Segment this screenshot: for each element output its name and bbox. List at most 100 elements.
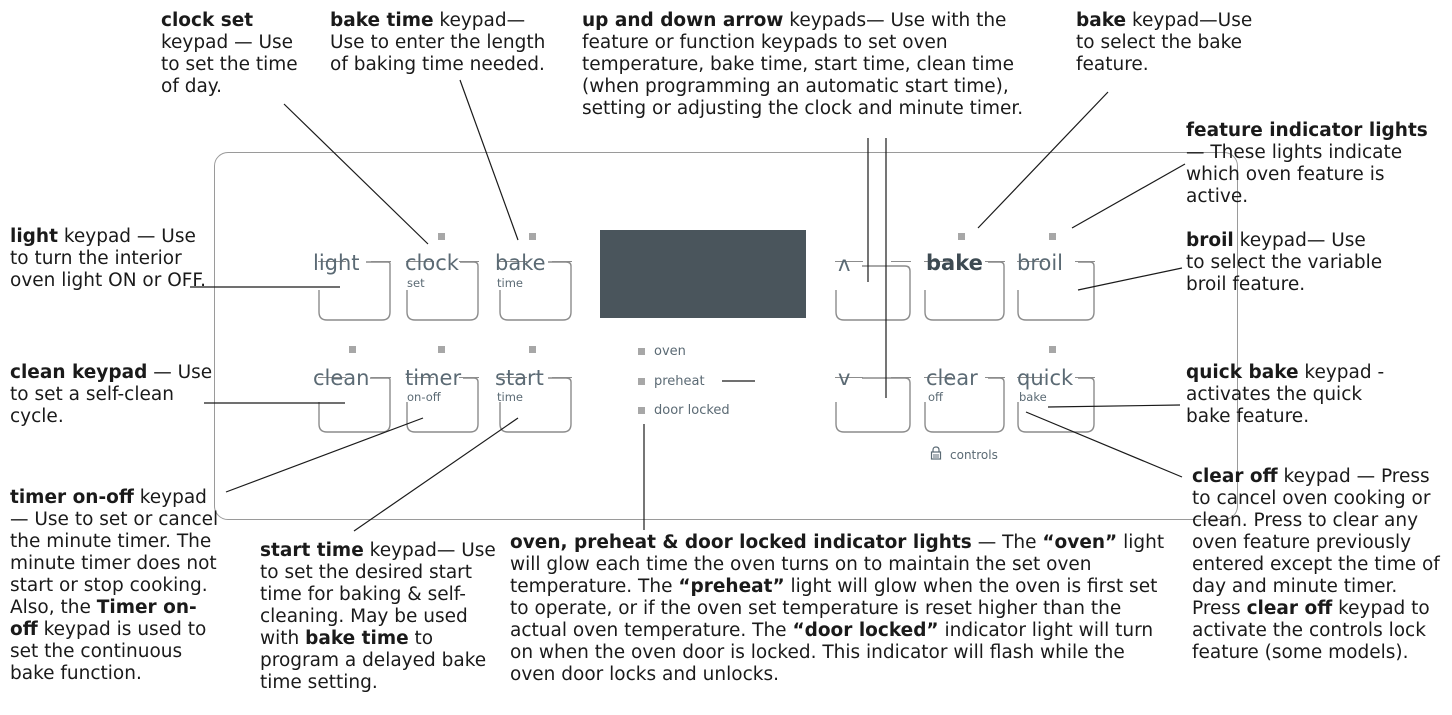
clear-keypad-label: clear (926, 366, 978, 390)
bake-indicator-light (958, 233, 965, 240)
control-panel (214, 152, 1238, 520)
bake-time-keypad[interactable] (499, 261, 572, 320)
clear-keypad-sublabel: off (928, 390, 943, 404)
up-arrow-icon: ʌ (838, 252, 851, 276)
bake-time-keypad-sublabel: time (497, 276, 523, 290)
annotation-light: light keypad — Use to turn the interior … (10, 226, 220, 292)
clean-keypad[interactable] (318, 377, 391, 432)
clock-keypad-sublabel: set (407, 276, 425, 290)
annotation-bake: bake keypad—Use to select the bake featu… (1076, 10, 1266, 76)
annotation-broil-text: keypad— Use to select the variable broil… (1186, 230, 1383, 295)
oven-indicator-label: oven (654, 344, 686, 359)
annotation-clear-off-text-1: keypad — Press to cancel oven cooking or… (1192, 466, 1440, 619)
annotation-broil-title: broil (1186, 230, 1234, 251)
annotation-indicator-lights: oven, preheat & door locked indicator li… (510, 532, 1172, 686)
annotation-timer-title: timer on-off (10, 487, 134, 508)
clock-keypad-label: clock (405, 251, 459, 275)
quick-indicator-light (1049, 346, 1056, 353)
clean-keypad-label: clean (313, 366, 370, 390)
timer-keypad[interactable] (406, 377, 479, 432)
leader-clock (283, 103, 429, 245)
quick-keypad-label: quick (1017, 366, 1074, 390)
clean-indicator-light (349, 346, 356, 353)
quick-bake-keypad[interactable] (1017, 377, 1095, 432)
up-arrow-keypad[interactable] (835, 261, 911, 320)
annotation-clock-set-text: keypad — Use to set the time of day. (161, 32, 298, 97)
light-keypad-label: light (313, 251, 360, 275)
annotation-bake-time-text: keypad— Use to enter the length of bakin… (330, 10, 546, 75)
annotation-timer-text-1: keypad — Use to set or cancel the minute… (10, 487, 219, 618)
annotation-clean-title: clean keypad (10, 362, 148, 383)
annotation-feature-lights: feature indicator lights — These lights … (1186, 120, 1448, 208)
annotation-broil: broil keypad— Use to select the variable… (1186, 230, 1386, 296)
clear-keypad[interactable] (924, 377, 1005, 432)
clock-keypad[interactable] (406, 261, 479, 320)
annotation-preheat-bold: “preheat” (678, 576, 785, 597)
preheat-indicator-label: preheat (654, 374, 705, 389)
down-arrow-icon: v (838, 366, 851, 390)
annotation-timer-bold-2: Timer on-off (10, 597, 197, 640)
down-arrow-keypad[interactable] (835, 377, 911, 432)
annotation-clear-off-title: clear off (1192, 466, 1278, 487)
preheat-indicator-light (638, 378, 645, 385)
oven-display (600, 230, 806, 318)
annotation-indicator-lights-text-3: light will glow when the oven is first s… (510, 576, 1158, 641)
annotation-light-title: light (10, 226, 58, 247)
timer-indicator-light (438, 346, 445, 353)
annotation-timer-text-2: keypad is used to set the continuous bak… (10, 619, 207, 684)
annotation-clear-off: clear off keypad — Press to cancel oven … (1192, 466, 1448, 664)
start-keypad-sublabel: time (497, 390, 523, 404)
annotation-clean: clean keypad — Use to set a self-clean c… (10, 362, 230, 428)
annotation-bake-time-title: bake time (330, 10, 434, 31)
annotation-timer: timer on-off keypad — Use to set or canc… (10, 487, 220, 685)
annotation-door-locked-bold: “door locked” (792, 620, 939, 641)
light-keypad[interactable] (318, 261, 391, 320)
annotation-clean-text: — Use to set a self-clean cycle. (10, 362, 213, 427)
annotation-indicator-lights-text-4: indicator light will turn on when the ov… (510, 620, 1154, 685)
timer-keypad-label: timer (405, 366, 462, 390)
annotation-clear-off-bold-2: clear off (1246, 598, 1333, 619)
door-locked-indicator-light (638, 407, 645, 414)
annotation-start-time-title: start time (260, 540, 364, 561)
start-time-keypad[interactable] (499, 377, 572, 432)
oven-indicator-light (638, 348, 645, 355)
annotation-arrows-text: keypads— Use with the feature or functio… (582, 10, 1024, 119)
annotation-quick-bake-title: quick bake (1186, 362, 1299, 383)
annotation-bake-title: bake (1076, 10, 1127, 31)
broil-keypad[interactable] (1017, 261, 1095, 320)
controls-lock-label: controls (950, 448, 998, 462)
door-locked-indicator-label: door locked (654, 403, 730, 418)
bake-keypad[interactable] (924, 261, 1005, 320)
clock-indicator-light (438, 233, 445, 240)
annotation-clock-set: clock set keypad — Use to set the time o… (161, 10, 311, 98)
annotation-indicator-lights-text-2: light will glow each time the oven turns… (510, 532, 1165, 597)
annotation-quick-bake-text: keypad -activates the quick bake feature… (1186, 362, 1385, 427)
leader-bake-time (459, 79, 519, 241)
annotation-start-time-text-2: to program a delayed bake time setting. (260, 628, 487, 693)
annotation-oven-bold: “oven” (1042, 532, 1118, 553)
broil-indicator-light (1049, 233, 1056, 240)
start-indicator-light (529, 346, 536, 353)
annotation-start-time: start time keypad— Use to set the desire… (260, 540, 506, 694)
annotation-light-text: keypad — Use to turn the interior oven l… (10, 226, 206, 291)
quick-keypad-sublabel: bake (1019, 390, 1047, 404)
broil-keypad-label: broil (1017, 251, 1064, 275)
annotation-quick-bake: quick bake keypad -activates the quick b… (1186, 362, 1406, 428)
annotation-indicator-lights-title: oven, preheat & door locked indicator li… (510, 532, 972, 553)
annotation-clock-set-title: clock set (161, 10, 254, 31)
annotation-bake-time: bake time keypad— Use to enter the lengt… (330, 10, 558, 76)
annotation-arrow-keypads: up and down arrow keypads— Use with the … (582, 10, 1068, 120)
bake-keypad-label: bake (926, 251, 983, 275)
annotation-clear-off-text-2: keypad to activate the controls lock fea… (1192, 598, 1430, 663)
lock-icon (930, 446, 942, 460)
annotation-feature-lights-title: feature indicator lights (1186, 120, 1428, 141)
bake-time-indicator-light (529, 233, 536, 240)
annotation-start-time-text-1: keypad— Use to set the desired start tim… (260, 540, 496, 649)
timer-keypad-sublabel: on-off (407, 390, 441, 404)
bake-time-keypad-label: bake (495, 251, 546, 275)
annotation-arrows-title: up and down arrow (582, 10, 784, 31)
annotation-bake-text: keypad—Use to select the bake feature. (1076, 10, 1253, 75)
annotation-indicator-lights-text-1: — The (971, 532, 1043, 553)
start-keypad-label: start (495, 366, 544, 390)
